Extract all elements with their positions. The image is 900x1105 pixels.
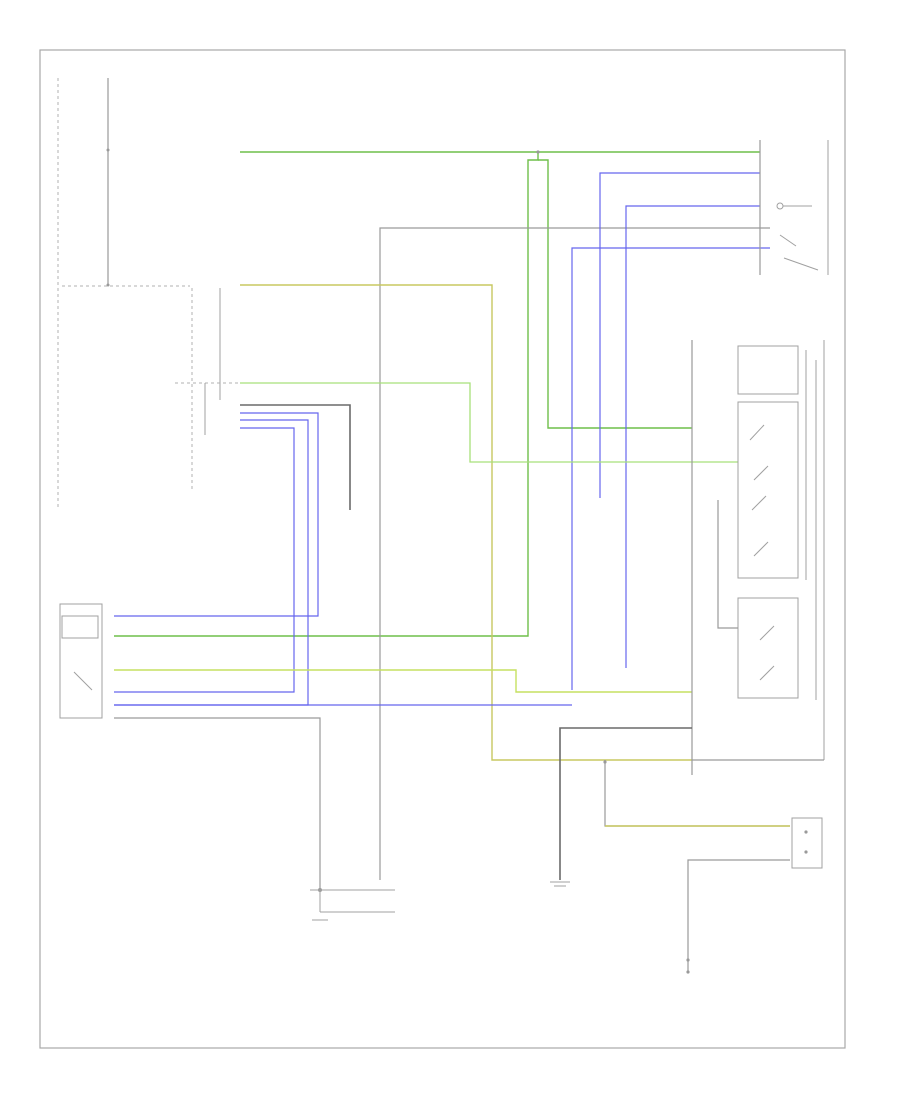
wire-gray-left-ground	[114, 717, 321, 890]
wire-blue-top-1	[599, 172, 760, 498]
wire-blue-cu-3	[114, 427, 295, 693]
top-right-switch	[776, 202, 819, 271]
wire-ygreen-lower	[114, 669, 692, 693]
wire-gray-top-1	[379, 227, 770, 880]
wire-blue-cu-2	[114, 419, 309, 706]
wire-blue-top-3	[571, 247, 770, 690]
wire-gray-right-ground	[687, 859, 790, 972]
wire-yellow-upper	[240, 284, 692, 761]
wire-ground-right	[559, 727, 692, 880]
wire-gray-lower-right	[604, 760, 790, 827]
right-switch-stack	[737, 340, 825, 760]
wire-gray-right-lower	[717, 500, 738, 629]
wire-ground-cu	[240, 404, 351, 510]
wire-blue-top-2	[625, 205, 760, 668]
wire-green-drop-b	[538, 159, 692, 429]
wire-lgreen	[240, 382, 738, 463]
control-unit	[175, 288, 240, 492]
left-switch-assembly	[59, 603, 103, 719]
fuse-box-feed	[57, 78, 190, 510]
wire-green-drop-a	[114, 152, 539, 637]
ground-symbol-center	[550, 881, 570, 887]
right-lower-connector	[791, 817, 823, 869]
diagram-frame	[39, 49, 846, 1049]
wire-blue-cu-1	[114, 412, 319, 617]
